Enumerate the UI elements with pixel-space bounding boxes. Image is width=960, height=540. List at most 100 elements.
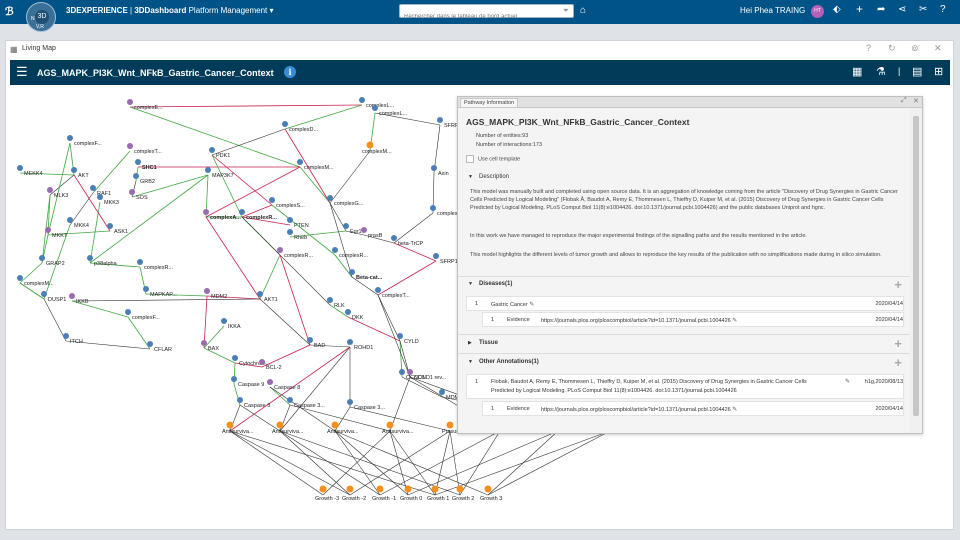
- interaction-edge[interactable]: [205, 166, 301, 218]
- flask-icon[interactable]: ⚗: [876, 66, 886, 78]
- network-node[interactable]: complexR...: [239, 209, 277, 221]
- protein-node-icon[interactable]: [45, 227, 51, 233]
- interaction-edge[interactable]: [211, 154, 243, 218]
- interaction-edge[interactable]: [329, 150, 371, 204]
- interaction-edge[interactable]: [229, 430, 324, 496]
- interaction-edge[interactable]: [377, 294, 401, 342]
- compass-bottom[interactable]: V,R: [36, 24, 44, 30]
- output-node-icon[interactable]: [484, 485, 492, 493]
- output-node-icon[interactable]: [366, 141, 374, 149]
- network-node[interactable]: Growth 0: [400, 485, 422, 503]
- interaction-edge[interactable]: [389, 430, 409, 496]
- protein-node-icon[interactable]: [17, 165, 23, 171]
- interaction-edge[interactable]: [127, 316, 151, 350]
- cell-template-checkbox[interactable]: Use cell template: [466, 155, 520, 163]
- output-node-icon[interactable]: [319, 485, 327, 493]
- network-node[interactable]: complexE...: [127, 99, 163, 111]
- tissue-section-header[interactable]: ▶ Tissue +: [458, 336, 910, 351]
- protein-node-icon[interactable]: [327, 195, 333, 201]
- edit-icon[interactable]: ✎: [732, 407, 738, 413]
- network-node[interactable]: Rheb: [287, 229, 307, 241]
- interaction-edge[interactable]: [329, 202, 353, 278]
- interaction-edge[interactable]: [89, 174, 209, 264]
- network-node[interactable]: GRB2: [133, 173, 155, 185]
- protein-node-icon[interactable]: [287, 217, 293, 223]
- network-node[interactable]: prasB: [361, 227, 383, 239]
- protein-node-icon[interactable]: [437, 117, 443, 123]
- protein-node-icon[interactable]: [397, 333, 403, 339]
- interaction-edge[interactable]: [407, 430, 559, 496]
- interaction-edge[interactable]: [487, 430, 611, 496]
- network-node[interactable]: Caspase 3...: [287, 397, 325, 409]
- close-icon[interactable]: ✕: [913, 98, 919, 105]
- network-node[interactable]: complexL...: [359, 97, 395, 109]
- network-node[interactable]: Caspase 8: [267, 379, 300, 391]
- protein-node-icon[interactable]: [287, 229, 293, 235]
- network-node[interactable]: MAP3K7: [205, 167, 234, 179]
- interaction-edge[interactable]: [89, 262, 141, 268]
- search-input[interactable]: [400, 11, 550, 23]
- interaction-edge[interactable]: [261, 344, 311, 368]
- interaction-edge[interactable]: [389, 376, 411, 432]
- protein-node-icon[interactable]: [231, 376, 237, 382]
- network-node[interactable]: CCND1 rev...: [407, 369, 447, 381]
- network-graph[interactable]: complexE...complexL...complexL...complex…: [10, 85, 950, 527]
- compass-center[interactable]: 3D: [35, 10, 49, 24]
- protein-node-icon[interactable]: [107, 223, 113, 229]
- evidence-url[interactable]: https://journals.plos.org/ploscompbiol/a…: [541, 407, 731, 413]
- network-node[interactable]: SHC1: [135, 159, 157, 171]
- panel-scrollbar[interactable]: [910, 108, 922, 433]
- interaction-edge[interactable]: [345, 230, 365, 236]
- network-node[interactable]: complexS...: [269, 197, 305, 209]
- close-icon[interactable]: ✕: [934, 43, 942, 53]
- output-node-icon[interactable]: [431, 485, 439, 493]
- network-node[interactable]: Antisurviva...: [222, 421, 254, 436]
- protein-node-icon[interactable]: [359, 97, 365, 103]
- network-node[interactable]: IKKB: [69, 293, 89, 305]
- interaction-edge[interactable]: [241, 216, 331, 306]
- interaction-edge[interactable]: [329, 304, 349, 318]
- protein-node-icon[interactable]: [407, 369, 413, 375]
- protein-node-icon[interactable]: [347, 399, 353, 405]
- interaction-edge[interactable]: [19, 282, 45, 300]
- tools-icon[interactable]: ✂: [919, 4, 928, 15]
- network-node[interactable]: RLK: [327, 297, 345, 309]
- protein-node-icon[interactable]: [347, 339, 353, 345]
- protein-node-icon[interactable]: [297, 159, 303, 165]
- app-title[interactable]: 3DEXPERIENCE | 3DDashboard Platform Mana…: [66, 6, 274, 15]
- interaction-edge[interactable]: [239, 404, 281, 432]
- caret-right-icon[interactable]: ▶: [468, 340, 472, 346]
- network-node[interactable]: ASK1: [107, 223, 128, 235]
- interaction-edge[interactable]: [299, 166, 331, 204]
- interaction-edge[interactable]: [203, 347, 236, 364]
- interaction-edge[interactable]: [334, 430, 489, 496]
- interaction-edge[interactable]: [393, 242, 437, 262]
- interaction-edge[interactable]: [334, 430, 409, 496]
- network-node[interactable]: Axin: [431, 165, 449, 177]
- interaction-edge[interactable]: [47, 230, 111, 236]
- interaction-edge[interactable]: [49, 174, 75, 196]
- protein-node-icon[interactable]: [307, 337, 313, 343]
- interaction-edge[interactable]: [433, 124, 441, 174]
- protein-node-icon[interactable]: [97, 194, 103, 200]
- protein-node-icon[interactable]: [332, 247, 338, 253]
- network-node[interactable]: beta-TrCP: [391, 235, 423, 247]
- output-node-icon[interactable]: [331, 421, 339, 429]
- widget-menu-icon[interactable]: ▦: [10, 45, 18, 54]
- disease-row[interactable]: 1 Gastric Cancer ✎ 2020/04/14: [466, 296, 904, 311]
- network-node[interactable]: Caspase 3...: [347, 399, 385, 411]
- protein-node-icon[interactable]: [71, 167, 77, 173]
- network-node[interactable]: PTEN: [287, 217, 309, 229]
- protein-node-icon[interactable]: [327, 297, 333, 303]
- interaction-edge[interactable]: [322, 430, 391, 496]
- protein-node-icon[interactable]: [87, 255, 93, 261]
- network-node[interactable]: SOS: [129, 189, 148, 201]
- interaction-edge[interactable]: [73, 174, 111, 232]
- network-node[interactable]: complexA...: [203, 209, 241, 221]
- network-node[interactable]: p38alpha: [87, 255, 118, 267]
- network-node[interactable]: complexM...: [297, 159, 334, 171]
- interaction-edge[interactable]: [69, 192, 94, 226]
- interaction-edge[interactable]: [349, 406, 451, 432]
- network-node[interactable]: ROHD1: [347, 339, 373, 351]
- interaction-edge[interactable]: [92, 150, 131, 194]
